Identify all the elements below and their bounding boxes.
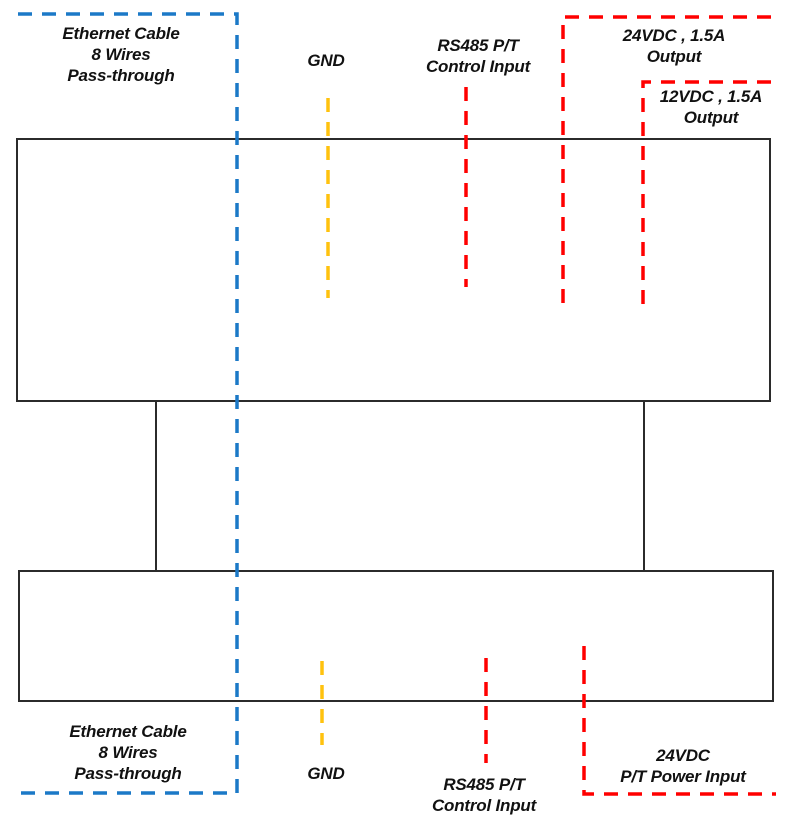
label-line: 24VDC xyxy=(656,746,710,765)
ethernet-pass-through-path xyxy=(15,12,239,795)
top-device-outline xyxy=(16,138,771,402)
bottom-device-outline xyxy=(18,570,774,702)
label-output-12vdc: 12VDC , 1.5A Output xyxy=(659,86,763,128)
power-input-24vdc-wire xyxy=(582,646,776,796)
label-rs485-top: RS485 P/T Control Input xyxy=(426,35,530,77)
label-line: 12VDC , 1.5A xyxy=(659,87,763,106)
label-line: Control Input xyxy=(425,57,531,76)
label-line: Control Input xyxy=(431,796,537,815)
label-line: Output xyxy=(646,47,702,66)
label-rs485-bottom: RS485 P/T Control Input xyxy=(432,774,536,816)
label-gnd-top: GND xyxy=(307,51,345,70)
label-ethernet-bottom: Ethernet Cable 8 Wires Pass-through xyxy=(69,721,186,784)
label-line: RS485 P/T xyxy=(437,36,519,55)
label-output-24vdc: 24VDC , 1.5A Output xyxy=(622,25,726,67)
label-power-input-24vdc: 24VDC P/T Power Input xyxy=(620,745,746,787)
label-line: 8 Wires xyxy=(98,743,158,762)
output-12vdc-wire xyxy=(641,80,771,312)
label-line: 24VDC , 1.5A xyxy=(622,26,726,45)
label-line: Pass-through xyxy=(74,764,182,783)
label-gnd-bottom: GND xyxy=(307,764,345,783)
label-line: Ethernet Cable xyxy=(69,722,187,741)
label-line: Output xyxy=(683,108,739,127)
label-line: RS485 P/T xyxy=(443,775,525,794)
label-line: Pass-through xyxy=(67,66,175,85)
label-line: 8 Wires xyxy=(91,45,151,64)
label-line: P/T Power Input xyxy=(620,767,746,786)
label-line: Ethernet Cable xyxy=(62,24,180,43)
label-ethernet-top: Ethernet Cable 8 Wires Pass-through xyxy=(62,23,179,86)
